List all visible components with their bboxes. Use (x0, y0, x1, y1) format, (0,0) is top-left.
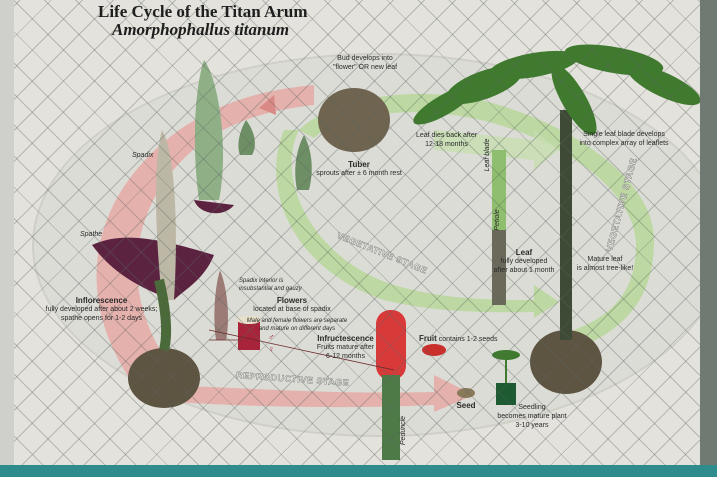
tuber-mature-image (530, 330, 602, 394)
spathe-label: Spathe (80, 231, 103, 238)
peduncle-label: Peduncle (400, 415, 407, 446)
bud-small-image (238, 120, 255, 155)
leaf-dies-label: Leaf dies back after 12-18 months (415, 132, 478, 148)
female-symbol: ♀ (268, 344, 275, 354)
reproductive-arrow (96, 85, 314, 385)
leaf-label: Leaf fully developed after about 1 month (493, 248, 555, 274)
male-female-label: Male and female flowers are separate and… (246, 318, 348, 332)
mature-leaf-trunk (560, 110, 572, 340)
fruit-label: Fruit contains 1-2 seeds (419, 334, 498, 343)
leaf-canopy-image (413, 44, 701, 136)
spadix-interior-label: Spadix interior is insubstantial and gau… (239, 278, 302, 292)
bud-large-image (194, 60, 224, 200)
spathe-image (92, 237, 214, 300)
peduncle-image (382, 375, 400, 460)
cycle-diagram (92, 44, 701, 460)
poster-title: Life Cycle of the Titan Arum (98, 2, 308, 21)
tuber-image (318, 88, 390, 152)
spadix-label: Spadix (132, 152, 154, 159)
flowers-cutaway-image (238, 320, 260, 350)
mature-leaf-label: Mature leaf is almost tree-like! (576, 256, 634, 272)
poster: Life Cycle of the Titan Arum Amorphophal… (14, 0, 704, 468)
background-left (0, 0, 16, 477)
single-leaf-label: Single leaf blade develops into complex … (579, 131, 669, 147)
background-right (700, 0, 717, 477)
seedling-pot-image (496, 383, 516, 405)
tuber-label: Tuber sprouts after ± 6 month rest (316, 160, 402, 177)
spadix-image (156, 130, 176, 300)
petiole-label: Petiole (494, 209, 501, 231)
poster-subtitle: Amorphophallus titanum (112, 20, 290, 39)
infructescence-image (376, 310, 406, 380)
seed-image (457, 388, 475, 398)
seedling-label: Seedling becomes mature plant 3-10 years (497, 404, 567, 429)
male-symbol: ♂ (268, 332, 275, 342)
flowers-label: Flowers located at base of spadix (253, 296, 331, 313)
vegetative-arrow (276, 130, 559, 318)
tuber-inflorescence-image (128, 348, 200, 408)
infructescence-label: Infructescence Fruits mature after 6-12 … (316, 334, 375, 360)
fruit-image (422, 344, 446, 356)
background-bottom (0, 465, 717, 477)
leaf-blade-label: Leaf blade (484, 138, 491, 172)
bud-label: Bud develops into "flower" OR new leaf (332, 55, 398, 71)
inflorescence-label: Inflorescence fully developed after abou… (45, 296, 158, 322)
seed-label: Seed (456, 401, 476, 410)
